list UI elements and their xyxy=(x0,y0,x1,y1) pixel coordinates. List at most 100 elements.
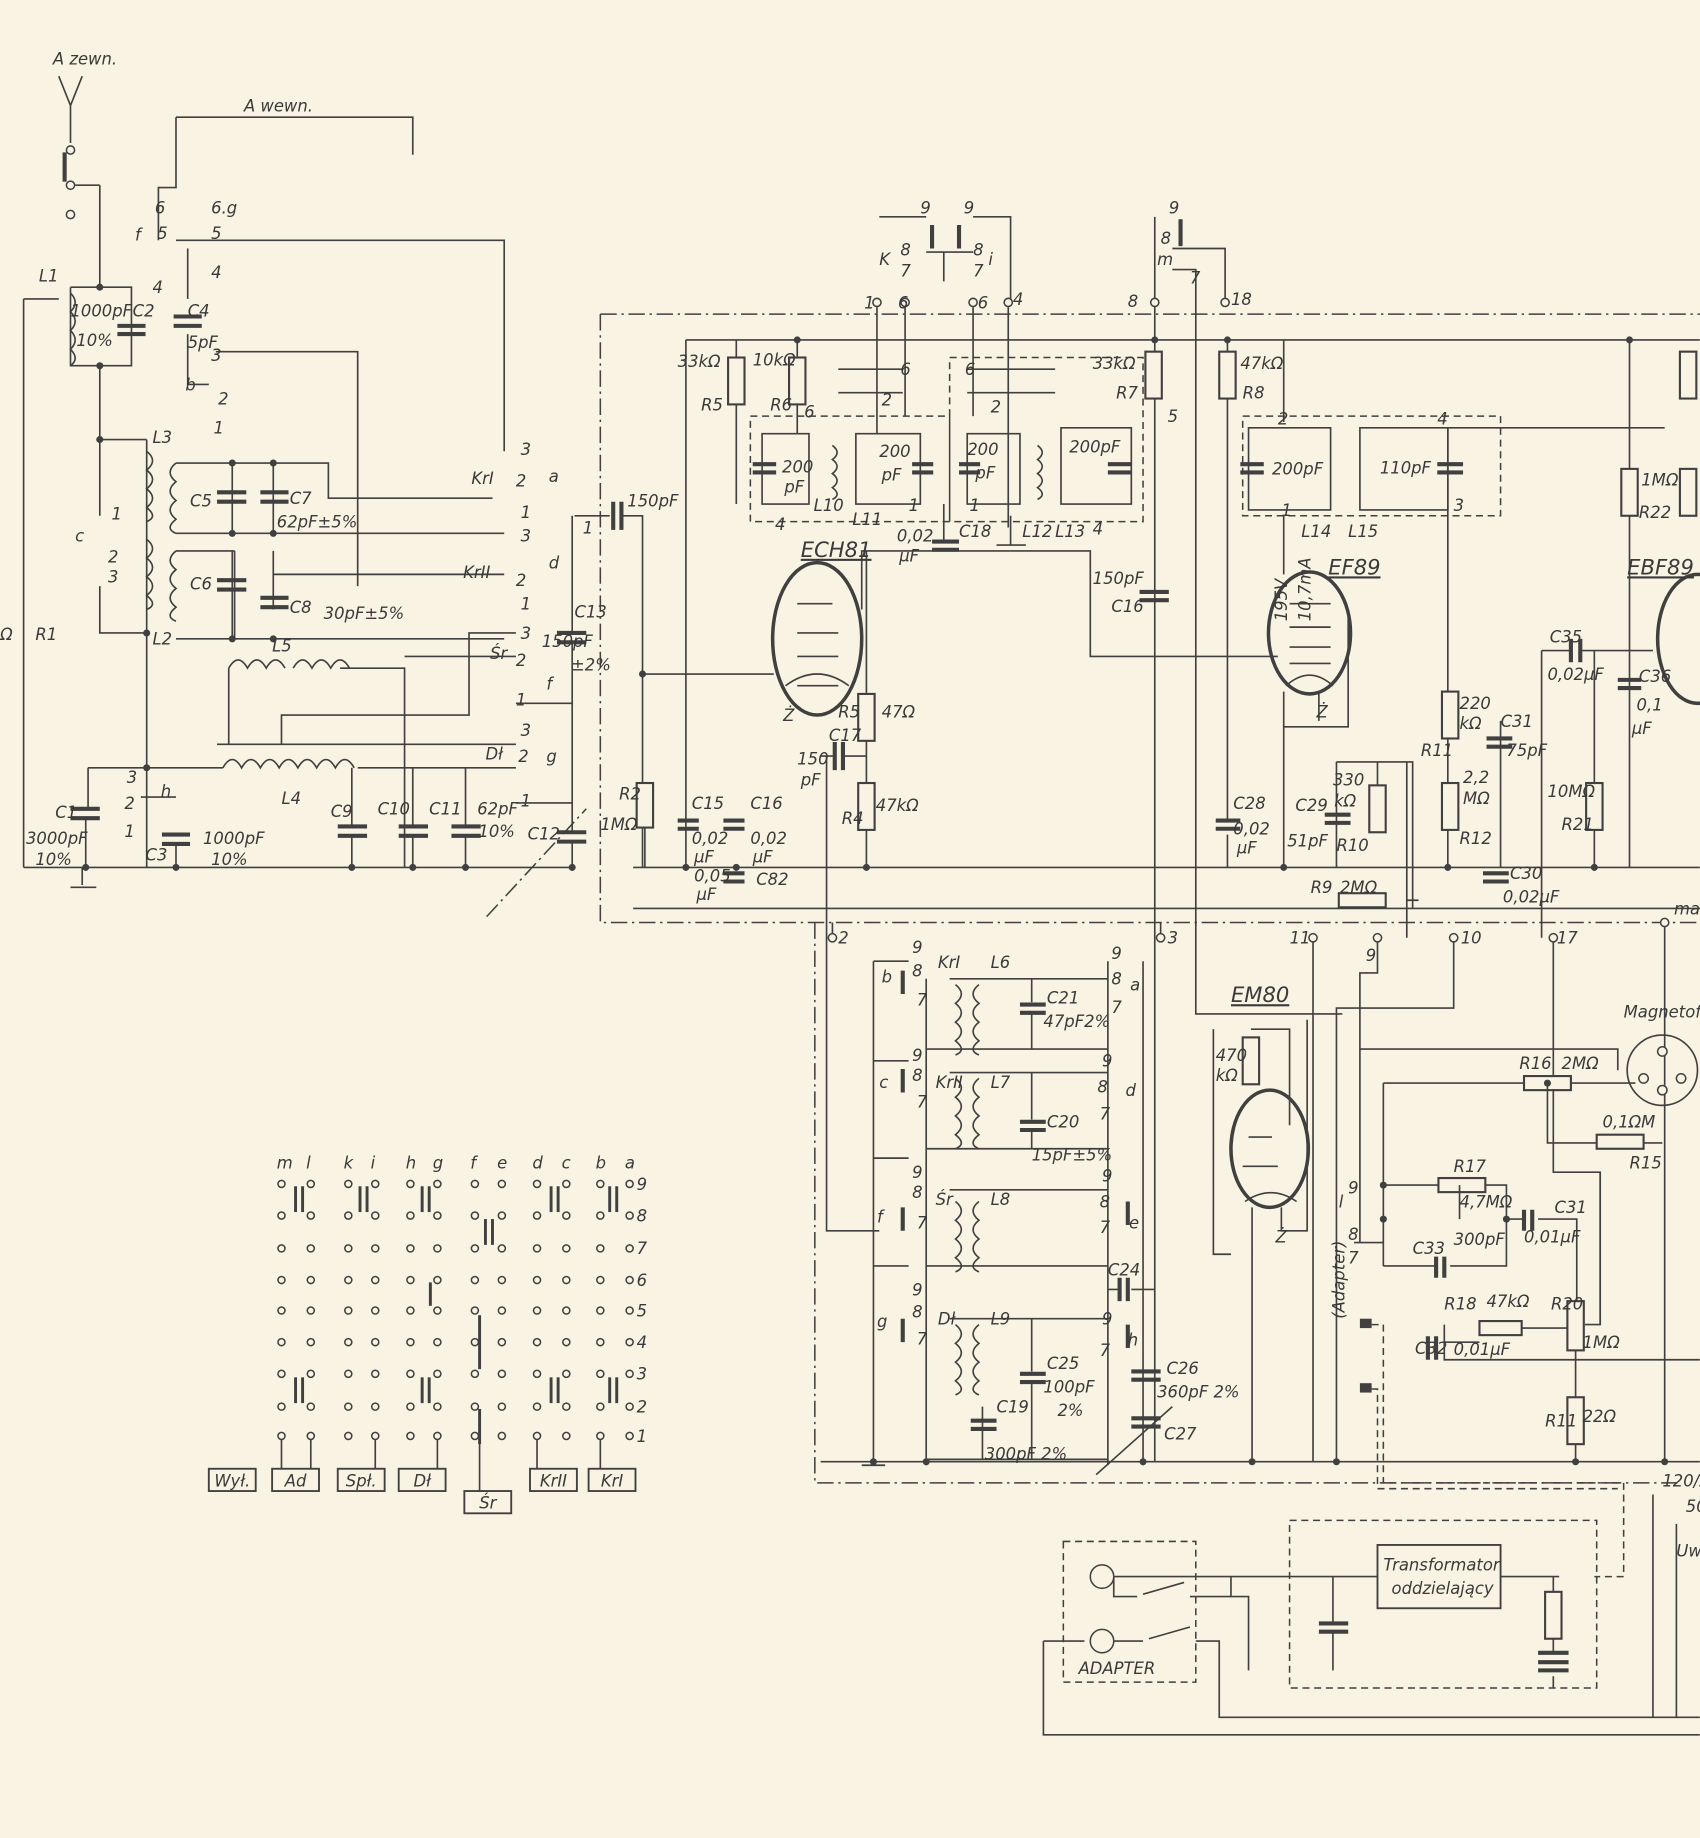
label-g-8: 8 xyxy=(912,1303,922,1322)
switch-contact xyxy=(433,1211,442,1220)
label-c19-val: 300pF 2% xyxy=(985,1444,1067,1463)
label-c35: C35 xyxy=(1550,627,1582,646)
switch-contact xyxy=(470,1211,480,1220)
switch-row-label: 4 xyxy=(637,1333,647,1352)
label-sw-f2-1: 1 xyxy=(516,691,526,710)
switch-contact xyxy=(306,1431,316,1441)
label-c31a-val: 75pF xyxy=(1506,741,1547,760)
switch-contact xyxy=(625,1275,634,1285)
label-c15: C15 xyxy=(692,794,724,813)
label-c17: C17 xyxy=(829,726,862,745)
switch-contact xyxy=(370,1337,380,1347)
switch-contact xyxy=(406,1306,415,1315)
pushbutton-1[interactable]: Ad xyxy=(271,1439,320,1492)
label-c6: C6 xyxy=(190,575,212,594)
switch-contact xyxy=(306,1244,316,1253)
switch-contact xyxy=(596,1211,605,1220)
circuit-wires xyxy=(22,75,1700,1736)
switch-contact xyxy=(433,1275,442,1285)
switch-contact xyxy=(497,1179,507,1189)
label-t3-1: 1 xyxy=(1281,501,1291,520)
switch-contact xyxy=(470,1244,480,1253)
label-a2-9: 9 xyxy=(1111,944,1121,963)
label-b-9: 9 xyxy=(912,938,922,957)
label-pin-18: 18 xyxy=(1231,290,1252,309)
pushbutton-label: Spł. xyxy=(346,1471,377,1490)
label-c25-tol: 2% xyxy=(1057,1401,1083,1420)
label-transformer-1: Transformator xyxy=(1383,1556,1501,1575)
switch-row-label: 2 xyxy=(637,1397,647,1416)
label-sr: Śr xyxy=(490,644,508,663)
switch-contact xyxy=(596,1431,605,1441)
label-r4-val: 47kΩ xyxy=(876,796,919,815)
switch-contact xyxy=(470,1179,480,1189)
label-sw-h-2: 2 xyxy=(124,794,134,813)
switch-contact xyxy=(562,1402,571,1411)
label-sw-i-8: 8 xyxy=(973,241,983,260)
label-r5b: R5 xyxy=(838,702,860,721)
switch-column-label: m xyxy=(277,1154,293,1173)
label-c-sw: c xyxy=(879,1073,888,1092)
label-sw-h: h xyxy=(161,782,171,801)
switch-contact xyxy=(562,1179,571,1189)
label-em80: EM80 xyxy=(1231,982,1289,1007)
switch-column-label: a xyxy=(625,1154,635,1173)
label-a-zewn: A zewn. xyxy=(52,49,117,68)
label-r21: R21 xyxy=(1562,815,1594,834)
pushbutton-4[interactable]: Śr xyxy=(463,1439,513,1515)
pushbutton-2[interactable]: Spł. xyxy=(336,1439,386,1492)
switch-contact xyxy=(497,1275,507,1285)
pushbutton-5[interactable]: KrII xyxy=(529,1439,578,1492)
switch-contact xyxy=(532,1211,542,1220)
label-c20-val: 15pF±5% xyxy=(1032,1145,1113,1164)
label-sw-k-7: 7 xyxy=(900,262,911,281)
label-pin-8: 8 xyxy=(1128,292,1138,311)
switch-contact xyxy=(497,1337,507,1347)
switch-contact xyxy=(344,1369,353,1379)
label-em80-r: 470 xyxy=(1216,1046,1247,1065)
switch-column-label: l xyxy=(306,1154,311,1173)
label-sw-a-2: 2 xyxy=(516,471,526,490)
pushbutton-6[interactable]: KrI xyxy=(587,1439,637,1492)
switch-contact xyxy=(344,1402,353,1411)
label-sw-c-1: 1 xyxy=(112,504,122,523)
label-r11a: R11 xyxy=(1421,741,1453,760)
label-r2: R2 xyxy=(619,784,641,803)
label-c2-tol: 10% xyxy=(76,331,112,350)
pushbutton-0[interactable]: Wył. xyxy=(207,1439,283,1492)
label-pin-1: 1 xyxy=(864,293,874,312)
label-t1-c1: 200 xyxy=(782,457,813,476)
switch-contact xyxy=(596,1402,605,1411)
label-c11-val: 62pF xyxy=(477,800,518,819)
label-c3: C3 xyxy=(146,845,168,864)
switch-contact xyxy=(406,1402,415,1411)
switch-contact xyxy=(277,1244,286,1253)
switch-contact xyxy=(370,1402,380,1411)
label-c82-val: 0,05 xyxy=(694,866,731,885)
label-sw-m: m xyxy=(1157,250,1173,269)
switch-contact xyxy=(562,1369,571,1379)
switch-contact xyxy=(277,1431,286,1441)
label-c32-val: 0,01μF xyxy=(1454,1340,1511,1359)
switch-contact xyxy=(625,1179,634,1189)
pushbutton-label: KrII xyxy=(540,1471,567,1490)
switch-column-label: k xyxy=(344,1154,355,1173)
label-sw-k-9: 9 xyxy=(920,198,930,217)
switch-contact xyxy=(433,1179,442,1189)
label-sw-f-6: 6 xyxy=(155,198,165,217)
label-c31a: C31 xyxy=(1501,712,1533,731)
label-adapter-box: ADAPTER xyxy=(1078,1659,1156,1678)
switch-contact xyxy=(306,1179,316,1189)
switch-contact xyxy=(562,1275,571,1285)
label-l10: L10 xyxy=(814,496,844,515)
label-sw-d-2: 2 xyxy=(516,571,526,590)
label-c32: C32 xyxy=(1415,1339,1447,1358)
label-c16b-u: μF xyxy=(752,848,773,867)
pushbutton-3[interactable]: Dł xyxy=(397,1439,447,1492)
label-e2-8: 8 xyxy=(1100,1192,1110,1211)
switch-contact xyxy=(406,1275,415,1285)
switch-contact xyxy=(532,1337,542,1347)
label-r18-val: 47kΩ xyxy=(1487,1292,1530,1311)
label-c10: C10 xyxy=(378,800,410,819)
switch-column-label: g xyxy=(433,1154,443,1173)
